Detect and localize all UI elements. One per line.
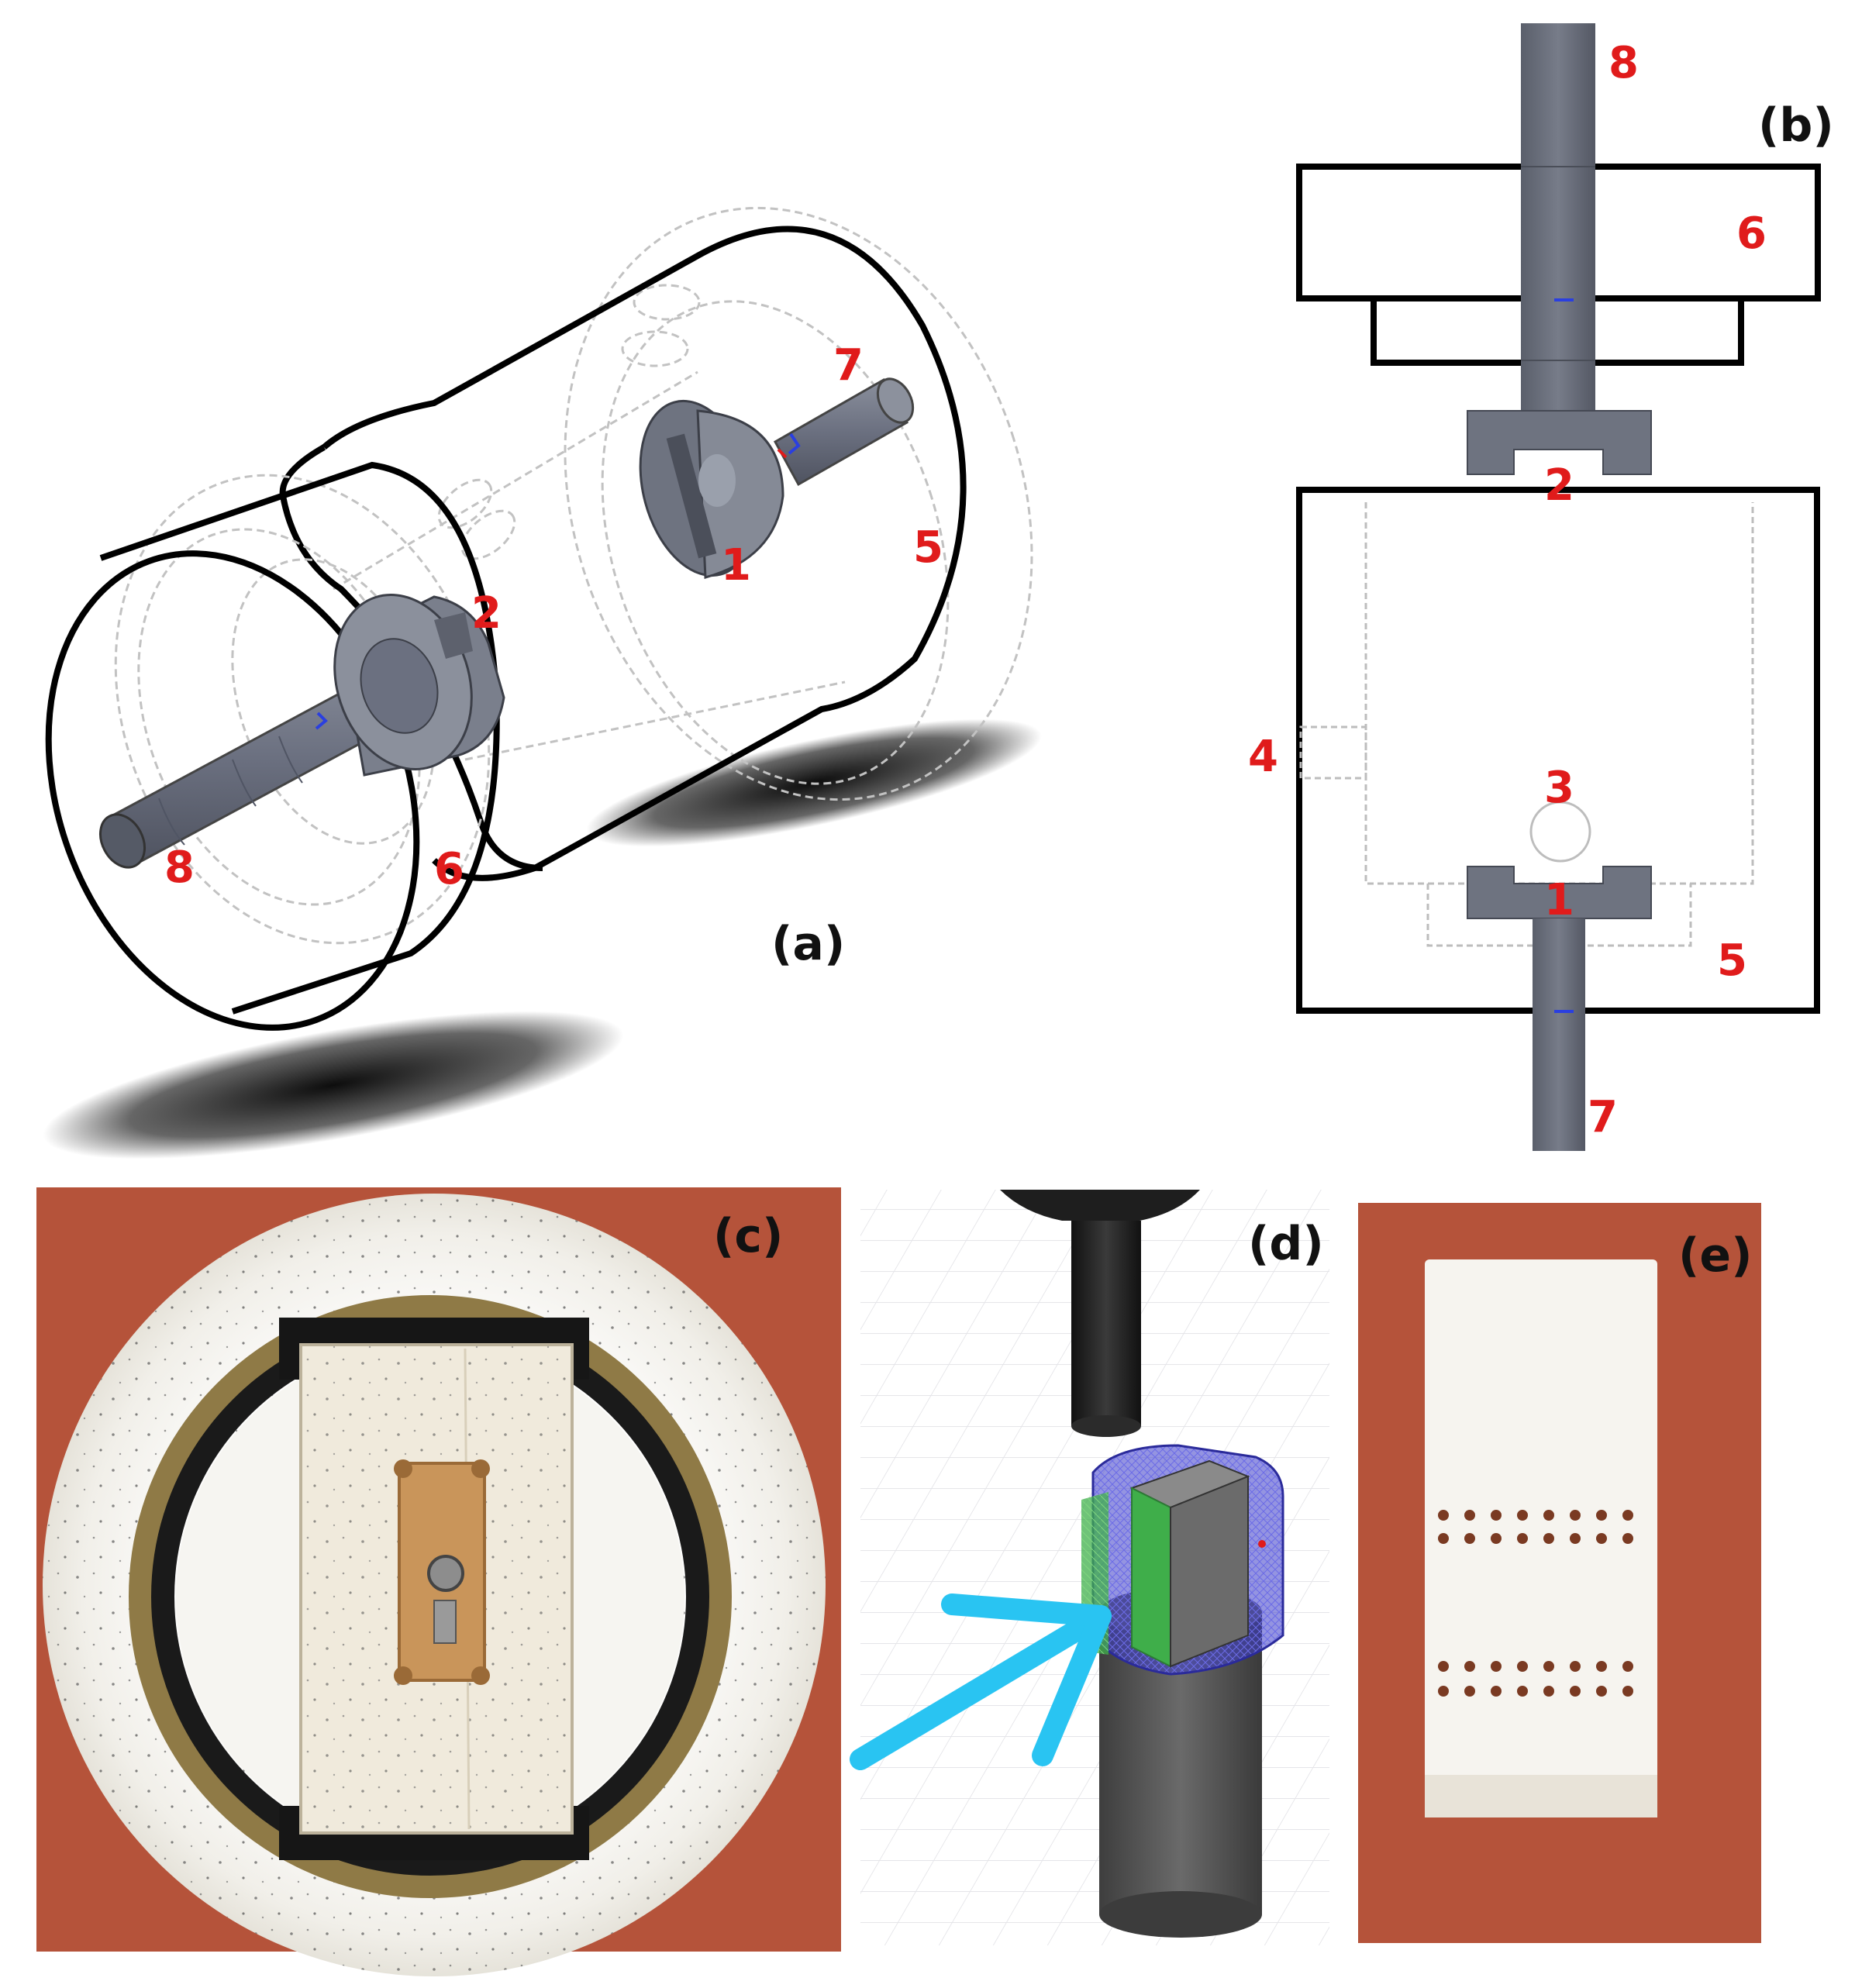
e-hole [1596,1661,1607,1672]
e-hole [1464,1686,1475,1697]
e-hole [1622,1510,1633,1521]
e-hole [1517,1533,1528,1544]
e-hole [1596,1686,1607,1697]
e-hole [1543,1510,1554,1521]
panel-e-label: (e) [1678,1228,1753,1283]
panel-c: (c) [36,1187,841,1976]
b-hole-3 [1529,801,1591,863]
panel-d: (d) [850,1190,1329,1945]
e-hole [1570,1661,1581,1672]
e-sample-block [1425,1259,1657,1814]
e-hole [1622,1686,1633,1697]
b-shaft-7 [1533,918,1585,1151]
panel-c-label: (c) [713,1209,783,1263]
e-hole [1464,1510,1475,1521]
panel-b-part-6: 6 [1736,208,1767,259]
e-hole [1517,1510,1528,1521]
panel-a-part-5: 5 [913,522,943,573]
e-hole [1570,1510,1581,1521]
panel-a-label: (a) [771,917,845,971]
panel-a-part-8: 8 [164,842,195,893]
e-hole [1517,1686,1528,1697]
e-hole [1491,1533,1502,1544]
panel-a-part-2: 2 [471,588,502,639]
e-hole [1438,1661,1449,1672]
panel-b-part-8: 8 [1608,38,1639,88]
e-hole [1543,1661,1554,1672]
e-hole [1622,1661,1633,1672]
e-hole [1570,1686,1581,1697]
panel-e: (e) [1358,1203,1761,1943]
e-hole [1491,1510,1502,1521]
d-sample-block [1131,1487,1171,1668]
e-hole [1464,1533,1475,1544]
e-hole [1517,1661,1528,1672]
panel-b-label: (b) [1758,98,1834,153]
panel-b-part-7: 7 [1588,1092,1618,1142]
e-hole [1622,1533,1633,1544]
e-hole [1570,1533,1581,1544]
panel-b-part-1: 1 [1544,875,1574,925]
housing-inner-lines [333,206,1033,801]
shaft-7 [773,377,915,487]
panel-b: 8 6 2 4 3 1 5 7 (b) [1248,23,1834,1151]
panel-a: 8 6 2 1 7 5 (a) [43,206,1042,1159]
panel-b-part-3: 3 [1544,763,1574,813]
shadow-front [43,1011,624,1159]
e-hole [1464,1661,1475,1672]
b-holder-1 [1467,866,1652,919]
panel-a-part-7: 7 [833,340,864,391]
e-hole-rows [1438,1510,1633,1697]
d-arrow [850,1605,1112,1770]
e-hole [1543,1533,1554,1544]
e-hole [1491,1661,1502,1672]
b-port-4 [1299,725,1367,780]
holder-2 [333,594,505,777]
panel-b-part-5: 5 [1717,935,1747,986]
panel-b-part-4: 4 [1248,732,1278,782]
panel-d-label: (d) [1248,1217,1324,1271]
e-hole [1491,1686,1502,1697]
b-shaft-8 [1521,23,1595,419]
e-hole [1596,1533,1607,1544]
c-screw [427,1555,464,1592]
b-holder-2 [1467,410,1652,475]
b-cap-6-step [1371,295,1744,366]
panel-a-part-6: 6 [434,844,464,894]
holder-1 [639,399,784,579]
d-upper-electrode [1000,1190,1200,1221]
e-hole [1438,1686,1449,1697]
e-hole [1596,1510,1607,1521]
c-sample-recess [398,1462,486,1682]
e-hole [1438,1510,1449,1521]
c-oring [129,1295,732,1898]
e-hole [1543,1686,1554,1697]
panel-a-part-1: 1 [721,540,751,591]
panel-b-part-2: 2 [1544,460,1574,511]
e-hole [1438,1533,1449,1544]
housing-5-outline [322,226,967,881]
